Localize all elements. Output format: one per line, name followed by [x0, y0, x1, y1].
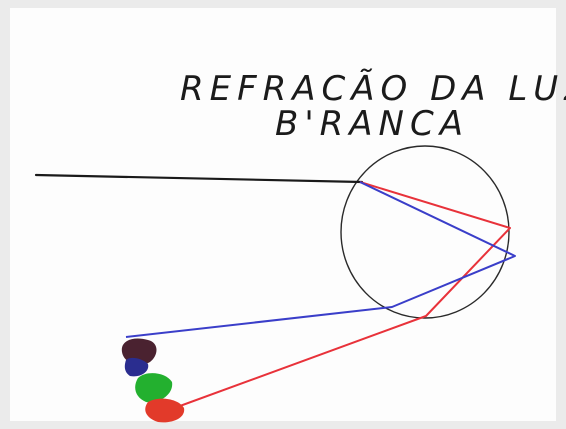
green-swatch [135, 373, 173, 403]
refracted-red-ray [157, 181, 511, 415]
incident-white-ray [34, 173, 364, 184]
red-swatch [145, 398, 185, 423]
navy-swatch [124, 357, 149, 377]
raindrop-circle [340, 145, 510, 319]
color-swatches [121, 338, 185, 423]
title-line-1: REFRACÃO DA LUZ [180, 69, 566, 109]
refracted-blue-ray [125, 181, 516, 338]
title-line-2: B'RANCA [275, 104, 469, 144]
